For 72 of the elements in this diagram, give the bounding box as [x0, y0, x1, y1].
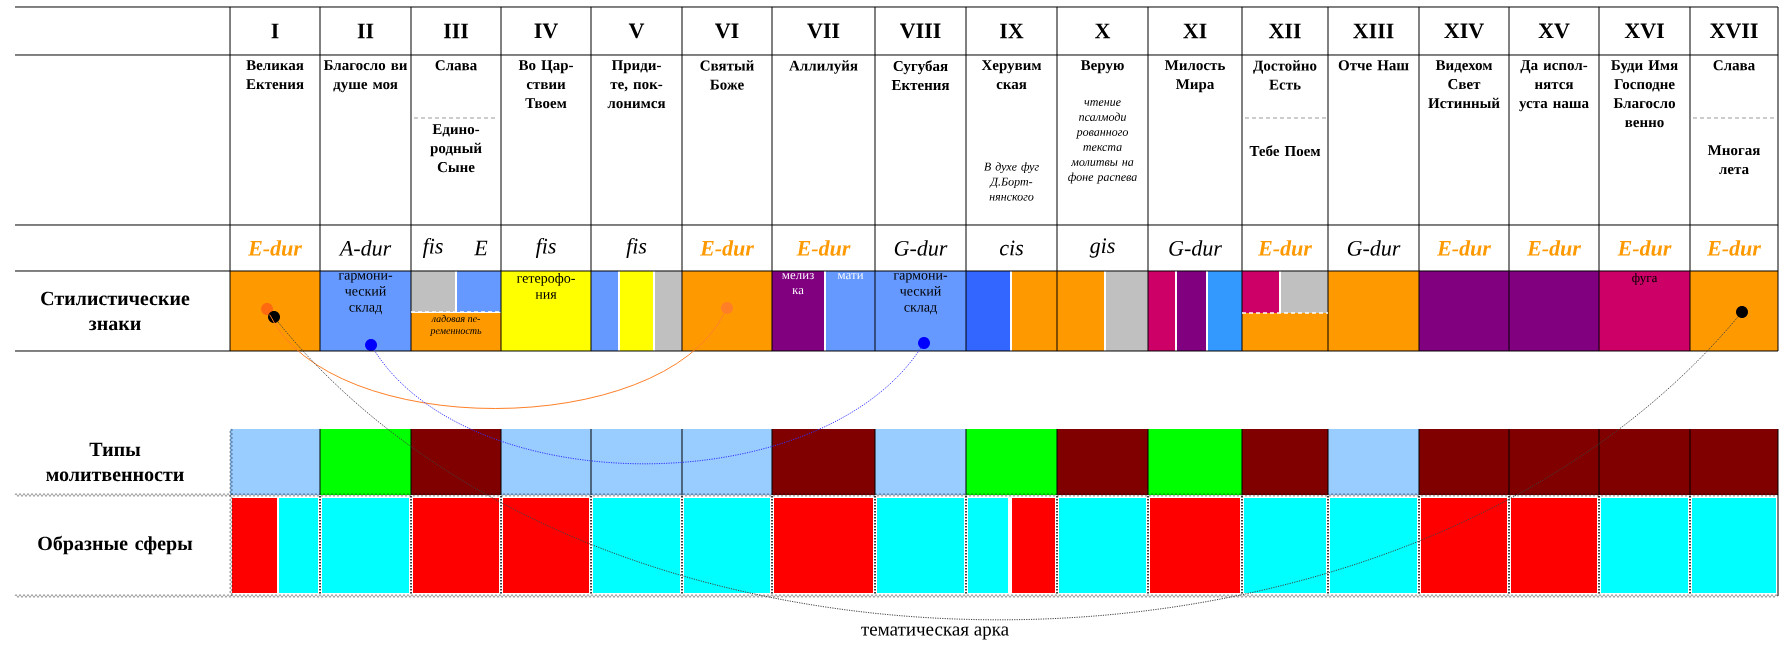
style-cell: гармони- ческий склад — [875, 271, 966, 351]
key-label: gis — [1089, 238, 1115, 258]
key-label: E-dur — [1526, 240, 1582, 256]
chant-title: Достойно Есть — [1253, 60, 1317, 90]
chant-title: Да испол- нятся уста наша — [1519, 60, 1589, 112]
arc — [373, 347, 922, 465]
column-number: II — [357, 23, 374, 39]
column-number: V — [628, 23, 645, 39]
column-number: XIV — [1444, 23, 1484, 39]
key-label: G-dur — [1169, 240, 1222, 256]
node-label: мати — [837, 273, 864, 280]
column-number: XIII — [1353, 23, 1394, 39]
column-number: XVI — [1624, 23, 1664, 39]
column-number: XVII — [1709, 23, 1758, 39]
key-label: G-dur — [1347, 240, 1401, 256]
key-label: fis — [535, 237, 556, 259]
chant-title: Слава — [435, 60, 477, 71]
chant-title: Тебе Поем — [1249, 145, 1321, 157]
arc — [269, 313, 725, 409]
chant-title: Милость Мира — [1164, 60, 1225, 93]
chant-title: Великая Ектения — [246, 60, 304, 90]
style-cell: фуга — [1599, 271, 1690, 351]
key-label: G-dur — [894, 240, 948, 256]
column-number: X — [1094, 23, 1111, 39]
column-number: XI — [1183, 23, 1207, 39]
chant-title: Благосло ви душе моя — [323, 60, 408, 93]
column-number: IX — [1000, 23, 1024, 39]
chant-title: Сугубая Ектения — [891, 60, 950, 91]
chant-title: Во Цар- ствии Твоем — [518, 60, 573, 109]
key-label: E-dur — [699, 240, 755, 256]
key-label: fis — [626, 237, 647, 259]
key-label: E-dur — [1436, 240, 1492, 256]
chant-title: Святый Боже — [700, 60, 754, 90]
edge-label: тематическая арка — [859, 625, 1011, 641]
chant-title: Отче Наш — [1338, 60, 1409, 71]
key-label: cis — [999, 240, 1024, 256]
column-number: III — [443, 23, 469, 39]
column-number: VIII — [900, 23, 941, 39]
column-number: XII — [1268, 23, 1301, 39]
chant-title: Херувим ская — [981, 60, 1042, 90]
column-number: VI — [715, 23, 739, 39]
row-header: Стилистические знаки — [41, 291, 190, 331]
key-label: E-dur — [796, 240, 851, 256]
chant-title: Видехом Свет Истинный — [1428, 60, 1500, 109]
style-cell: мати — [826, 271, 875, 351]
key-label: E-dur — [247, 240, 303, 256]
chant-title: Верую — [1080, 60, 1124, 74]
node-label: гармони- ческий склад — [893, 272, 948, 315]
row-header: Образные сферы — [38, 535, 193, 555]
row-header: Типы молитвенности — [46, 442, 184, 482]
key-label: E-dur — [1706, 240, 1762, 256]
column-number: I — [271, 23, 279, 39]
style-cell: гармони- ческий склад — [320, 271, 411, 351]
key-label: E-dur — [1257, 240, 1313, 256]
column-number: XV — [1538, 23, 1570, 39]
chant-title: Приди- те, пок- лонимся — [607, 60, 666, 109]
key-label: fis — [422, 237, 443, 259]
chant-title: Слава — [1713, 60, 1755, 71]
chant-title: Буди Имя Господне Благосло венно — [1611, 60, 1678, 128]
column-number: VII — [807, 23, 840, 39]
key-label: E — [474, 240, 488, 256]
chant-title: Многая лета — [1707, 145, 1760, 175]
note-text: чтение псалмоди рованного текста молитвы на фоне распева — [1068, 100, 1137, 184]
style-cell: ладовая пе- ременность — [411, 313, 501, 351]
arc — [277, 316, 1739, 621]
chant-title: Едино- родный Сыне — [430, 124, 482, 173]
style-cell: гетерофо- ния — [501, 271, 591, 351]
chant-title: Аллилуйя — [789, 60, 858, 74]
style-cell: мелиз ка — [772, 271, 824, 351]
key-label: A-dur — [338, 240, 392, 256]
column-number: IV — [534, 23, 558, 39]
note-text: В духе фуг Д.Борт- нянского — [984, 162, 1039, 201]
